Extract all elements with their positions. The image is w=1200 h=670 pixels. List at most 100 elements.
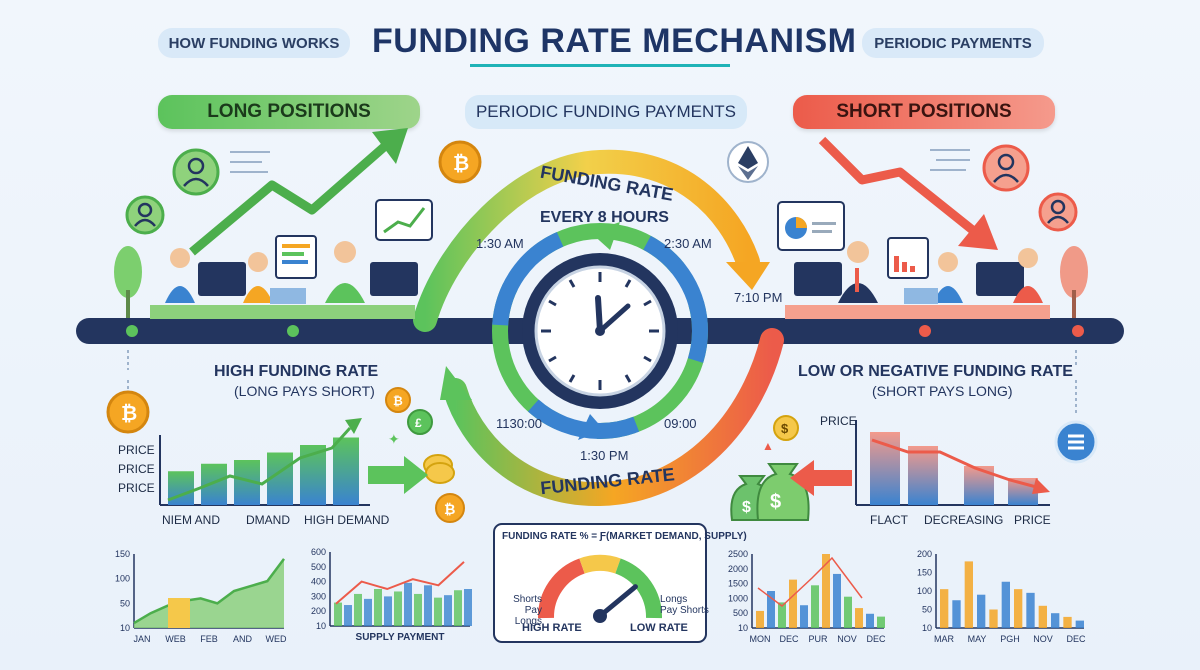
long-uptrend-arrow <box>189 136 395 256</box>
bar <box>1014 589 1023 628</box>
time-label: 1:30 AM <box>476 236 524 251</box>
clock-pivot <box>595 326 605 336</box>
time-label: 09:00 <box>664 416 697 431</box>
bar <box>454 590 462 626</box>
gauge-left-note: Shorts Pay Longs <box>500 594 542 627</box>
bitcoin-icon: ₿ <box>438 140 482 184</box>
tick-label: 100 <box>115 574 130 584</box>
tick-label: 200 <box>311 606 326 616</box>
top-funding-arc <box>413 149 760 332</box>
transfer-arrow-right <box>368 456 428 494</box>
every-label: EVERY 8 HOURS <box>540 209 669 226</box>
tick-label: 150 <box>115 549 130 559</box>
line-series <box>757 556 863 607</box>
bar <box>344 605 352 626</box>
bar <box>334 602 342 626</box>
periodic-payments-tag: PERIODIC PAYMENTS <box>862 28 1044 58</box>
category-label: JAN <box>133 634 150 644</box>
page-title: FUNDING RATE MECHANISM <box>372 22 857 60</box>
bottom-arc-arrowhead <box>440 366 472 400</box>
top-arc-arrowhead <box>726 262 770 290</box>
right-price-label: PRICE <box>820 414 857 428</box>
periodic-funding-banner: PERIODIC FUNDING PAYMENTS <box>465 95 747 129</box>
bar <box>844 596 852 628</box>
monitor <box>198 262 246 296</box>
bar <box>394 591 402 626</box>
bar <box>767 591 775 628</box>
line-series <box>335 561 465 605</box>
transfer-arrow-left <box>790 460 852 496</box>
gauge-panel <box>493 523 707 643</box>
bar <box>877 616 885 628</box>
low-funding-heading: LOW OR NEGATIVE FUNDING RATE <box>798 363 1073 380</box>
bar <box>1026 592 1035 628</box>
category-label: DEC <box>866 634 886 644</box>
trader <box>847 241 869 263</box>
timeline-marker <box>919 325 931 337</box>
trader <box>248 252 268 272</box>
user-icon <box>1038 192 1078 232</box>
gauge-left-note-line1: Shorts <box>513 594 542 605</box>
tick-label: 300 <box>311 591 326 601</box>
left-x-label: DMAND <box>246 513 290 527</box>
dollar-coin-icon <box>423 454 455 484</box>
category-label: WED <box>266 634 287 644</box>
bar <box>424 585 432 626</box>
bar <box>1051 613 1060 628</box>
tick-label: 600 <box>311 547 326 557</box>
desk <box>785 305 1050 319</box>
high-funding-subheading: (LONG PAYS SHORT) <box>234 383 375 399</box>
bar <box>989 609 998 628</box>
ring-arrow <box>578 414 604 440</box>
category-label: MON <box>750 634 771 644</box>
bar <box>964 561 973 628</box>
category-label: FEB <box>200 634 218 644</box>
category-label: WEB <box>165 634 186 644</box>
gauge-high-label: HIGH RATE <box>522 622 582 634</box>
svg-text:✦: ✦ <box>388 431 400 447</box>
svg-text:₿: ₿ <box>121 403 137 425</box>
timeline-marker <box>126 325 138 337</box>
user-icon <box>172 148 220 196</box>
time-label: 7:10 PM <box>734 290 782 305</box>
long-positions-banner: LONG POSITIONS <box>158 95 420 129</box>
svg-text:$: $ <box>742 499 751 516</box>
bar <box>977 594 986 628</box>
category-label: NOV <box>837 634 857 644</box>
bar <box>789 579 797 628</box>
tick-label: 100 <box>917 586 932 596</box>
area-highlight <box>168 598 190 628</box>
tick-label: 10 <box>120 623 130 633</box>
monitor <box>976 262 1024 296</box>
tick-label: 150 <box>917 568 932 578</box>
gauge-right-note-line1: Longs <box>660 594 688 605</box>
left-x-label: NIEM AND <box>162 513 221 527</box>
tick-label: 50 <box>922 605 932 615</box>
title-underline <box>470 64 730 67</box>
tree <box>114 246 142 298</box>
user-icon <box>982 144 1030 192</box>
tick-label: 400 <box>311 577 326 587</box>
bar <box>800 605 808 628</box>
category-label: MAR <box>934 634 955 644</box>
left-chart-bar <box>333 437 359 505</box>
tick-label: 2000 <box>728 564 748 574</box>
trader <box>334 241 356 263</box>
dollar-coin-icon: $ <box>773 415 799 441</box>
ellipsis-coin-icon <box>1054 420 1098 464</box>
right-x-label: FLACT <box>870 513 909 527</box>
bar <box>464 589 472 626</box>
high-funding-heading: HIGH FUNDING RATE <box>214 363 379 380</box>
trader <box>1018 248 1038 268</box>
tree <box>1060 246 1088 298</box>
gauge-right-note-line2: Pay Shorts <box>660 605 709 616</box>
svg-text:₿: ₿ <box>453 153 469 175</box>
chart-bubble <box>375 199 433 241</box>
left-price-label: PRICE <box>118 462 155 476</box>
trader <box>170 248 190 268</box>
svg-text:₿: ₿ <box>444 501 455 517</box>
short-traders-scene <box>777 201 1088 319</box>
